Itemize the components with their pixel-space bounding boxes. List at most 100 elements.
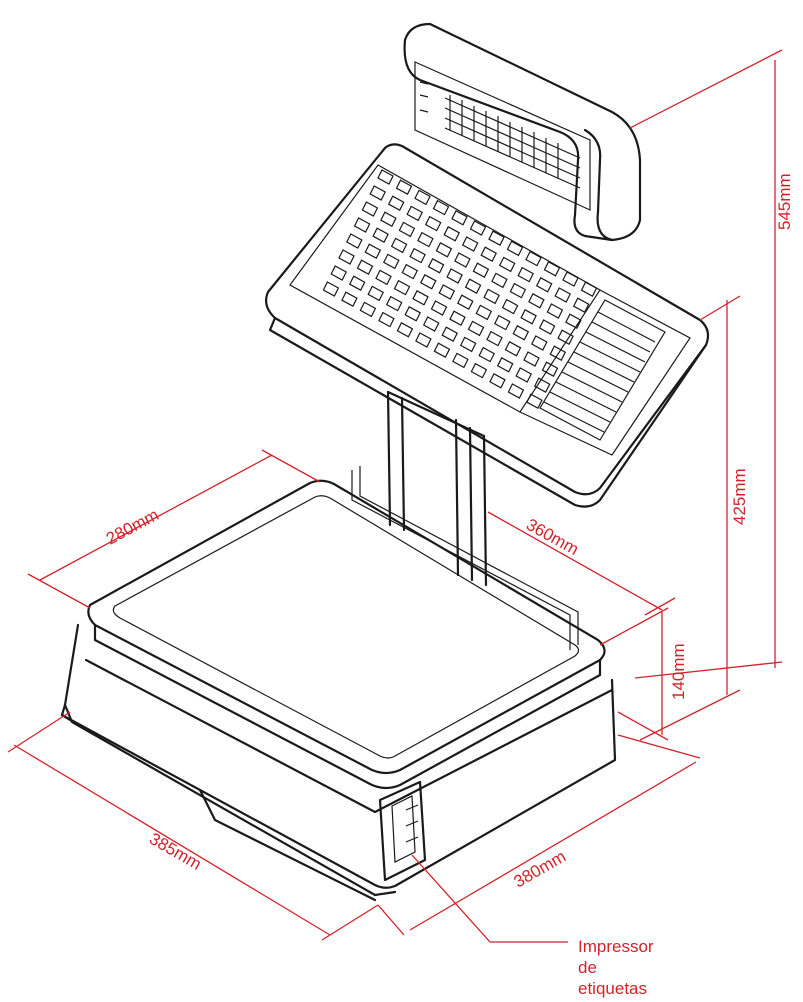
key: [538, 319, 556, 335]
key: [496, 356, 514, 373]
key: [404, 305, 421, 322]
platter: [87, 479, 606, 790]
key: [356, 259, 374, 276]
callout-line-2: de: [578, 958, 597, 977]
dim-line-base-depth: [377, 734, 701, 936]
key: [523, 351, 540, 367]
dim-line-platter-depth: [487, 511, 676, 616]
key: [554, 287, 571, 303]
callout-leader: [411, 854, 568, 943]
key: [383, 253, 400, 270]
key: [396, 321, 414, 338]
dim-line-base-height: [599, 607, 669, 741]
key: [489, 372, 506, 389]
key: [531, 335, 548, 351]
dim-line-platter-width: [27, 449, 321, 609]
key: [385, 295, 403, 312]
label-base-height: 140mm: [669, 643, 688, 700]
key: [424, 215, 442, 232]
key: [549, 345, 567, 362]
key: [454, 252, 471, 268]
key: [346, 233, 363, 249]
key: [378, 311, 395, 328]
key: [457, 294, 474, 311]
key: [369, 185, 386, 201]
dimension-lines: [7, 49, 783, 943]
key: [446, 268, 463, 284]
key: [398, 221, 416, 238]
key: [341, 291, 358, 308]
key: [483, 288, 500, 305]
key: [557, 329, 574, 346]
key: [528, 292, 545, 309]
keyboard-keys: [322, 169, 598, 410]
key: [375, 269, 392, 286]
rear-display: [403, 22, 642, 242]
dim-line-base-width: [7, 711, 379, 941]
label-base-width: 385mm: [146, 829, 205, 874]
key: [348, 275, 366, 292]
rear-display-segments: [444, 95, 581, 189]
key: [452, 352, 469, 369]
key: [562, 271, 579, 287]
key: [367, 285, 384, 302]
key: [380, 211, 397, 228]
key: [504, 340, 522, 357]
key: [435, 241, 453, 258]
key: [330, 265, 347, 281]
key: [565, 313, 582, 330]
key: [438, 284, 456, 300]
label-area: [539, 299, 666, 441]
key: [533, 377, 551, 394]
key: [443, 225, 460, 242]
key: [433, 342, 451, 359]
key: [422, 316, 440, 332]
key: [417, 231, 434, 248]
key: [364, 243, 382, 260]
key: [427, 257, 445, 274]
key: [461, 236, 479, 252]
key: [546, 303, 564, 319]
key: [478, 346, 495, 363]
callout-line-1: Impressor: [578, 937, 654, 956]
key: [507, 383, 525, 399]
scale-drawing: [60, 22, 710, 902]
key: [395, 179, 413, 196]
label-column-height: 425mm: [730, 468, 749, 525]
key: [353, 217, 371, 233]
key: [372, 227, 389, 244]
key: [506, 240, 524, 257]
key: [470, 362, 488, 379]
platter-rail: [351, 466, 579, 650]
callout-line-3: etiquetas: [578, 979, 647, 998]
key: [572, 297, 590, 314]
key: [393, 279, 411, 296]
key: [498, 256, 516, 273]
key: [469, 220, 487, 236]
key: [491, 272, 508, 289]
key: [390, 237, 408, 254]
key: [515, 367, 532, 383]
key: [541, 361, 559, 378]
dim-line-column-height: [639, 295, 741, 741]
column: [386, 390, 488, 587]
key: [535, 276, 553, 293]
key: [520, 308, 537, 325]
key: [338, 249, 355, 265]
key: [415, 332, 432, 348]
key: [377, 169, 394, 185]
key: [517, 266, 534, 283]
key: [451, 209, 468, 226]
key: [509, 282, 527, 299]
callout-label-printer: Impressor de etiquetas: [578, 937, 654, 998]
label-platter-width: 280mm: [103, 505, 162, 548]
keyboard-panel: [265, 143, 710, 508]
key: [430, 300, 448, 316]
key: [322, 281, 340, 297]
key: [525, 250, 542, 267]
key: [472, 262, 490, 279]
key: [361, 201, 379, 217]
key: [480, 246, 497, 263]
key: [406, 205, 423, 222]
